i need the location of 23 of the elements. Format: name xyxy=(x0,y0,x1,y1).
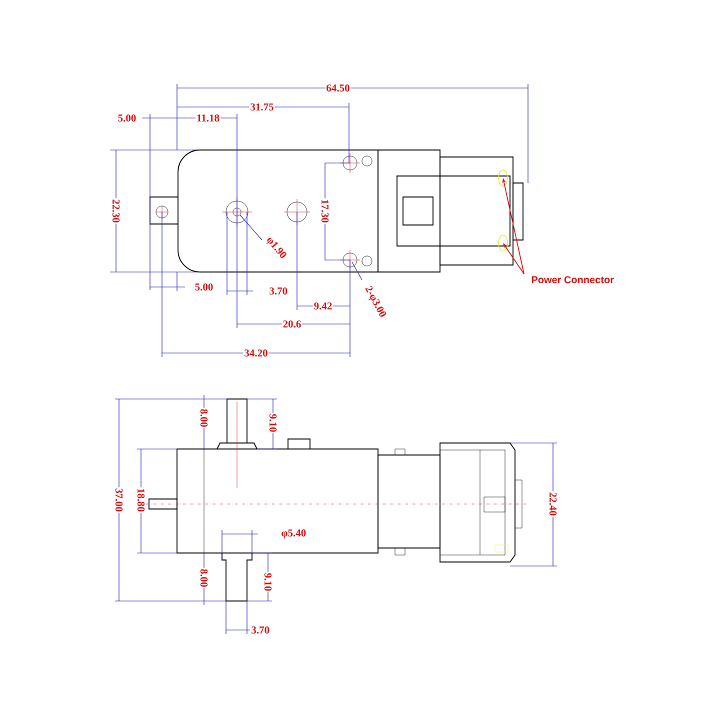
dimension-label: 37.00 xyxy=(114,487,124,513)
dimension-label: 8.00 xyxy=(199,568,209,588)
dimension-label: 3.70 xyxy=(250,625,271,635)
dimension-label: 31.75 xyxy=(249,102,275,112)
dimension-label: 22.30 xyxy=(111,198,121,224)
dimension-label: 11.18 xyxy=(195,113,221,123)
dimension-label: 9.10 xyxy=(268,412,278,434)
dimension-label: 64.50 xyxy=(325,83,351,93)
dimension-label: 34.20 xyxy=(243,348,269,358)
dimension-label: φ5.40 xyxy=(280,528,308,540)
dimension-label: 9.42 xyxy=(312,301,334,311)
dimension-label: 5.00 xyxy=(194,282,214,292)
dimension-label: 22.40 xyxy=(548,491,558,517)
connector-terminal-mark xyxy=(498,170,508,186)
dimension-label: 17.30 xyxy=(320,198,330,224)
dimension-label: 20.6 xyxy=(282,319,302,329)
dimension-label: 8.00 xyxy=(199,408,209,428)
callout-text: Power Connector xyxy=(532,276,614,284)
dimension-label: 9.10 xyxy=(263,572,273,592)
dimension-label: 5.00 xyxy=(116,113,138,123)
dimension-label: 3.70 xyxy=(268,286,289,296)
connector-terminal-mark xyxy=(498,234,508,252)
dimension-label: 18.80 xyxy=(136,487,146,513)
